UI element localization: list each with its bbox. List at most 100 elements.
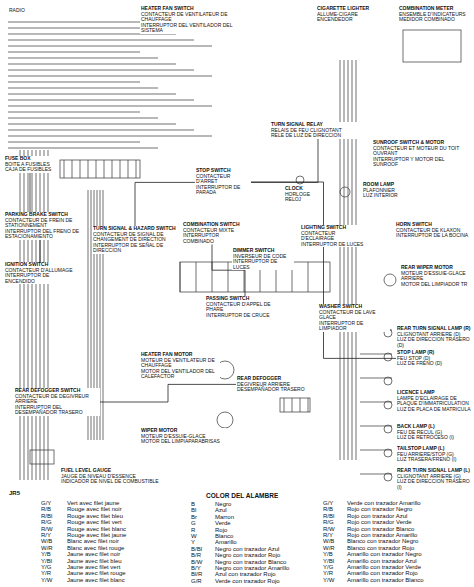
component-label: REAR DEFOGGER SWITCHCONTACTEUR DE DEGIVR… <box>14 388 100 416</box>
component-translation: MOTOR DEL VENTILADOR DEL CALEFACTOR <box>140 369 220 380</box>
wire <box>340 60 341 460</box>
component-translation: INDICADOR DE NIVEL DE COMBUSTIBLE <box>60 479 160 485</box>
page-code: JR5 <box>8 490 21 497</box>
wire <box>8 22 140 23</box>
wire <box>88 160 89 178</box>
color-name: Verde con trazador Rojo <box>214 578 281 585</box>
wire <box>8 112 140 113</box>
component-translation: INTERRUPTOR DE PARADA <box>195 185 251 196</box>
component-translation: LUZ DE DIRECCION TRASERO (I) <box>396 479 472 490</box>
component-label: HEATER FAN SWITCHCONTACTEUR DE VENTILATE… <box>140 6 235 34</box>
component-translation: MEDIDOR COMBINADO <box>398 17 470 23</box>
component-translation: INTERRUPTOR DE LA BOCINA <box>395 233 471 239</box>
component-label: PARKING BRAKE SWITCHCONTACTEUR DE FREIN … <box>4 212 86 240</box>
component-label: COMBINATION SWITCHCONTACTEUR MIXTEINTERR… <box>182 222 242 244</box>
component-translation: LUZ INTERIOR <box>362 193 422 199</box>
component-translation: RELE DE LUZ DE DIRECCION <box>270 133 366 139</box>
wire <box>8 130 194 131</box>
wire <box>360 474 392 475</box>
component-translation: INTERRUPTOR DE SEÑAL DE DIRECCION <box>92 243 178 254</box>
component-translation: CONTACTEUR DE LAVE GLACE <box>318 310 390 321</box>
component-label: REAR WIPER MOTORMOTEUR D'ESSUIE-GLACE AR… <box>400 265 472 287</box>
fuel-gauge-symbol <box>30 450 54 464</box>
component-translation: RELOJ <box>284 197 318 203</box>
wire <box>308 262 309 292</box>
wire <box>28 150 29 480</box>
color-name: Amarillo con trazador Blanco <box>346 577 425 584</box>
wire <box>8 52 140 53</box>
defogger-grid <box>280 398 310 412</box>
component-label: REAR TURN SIGNAL LAMP (R)CLIGNOTANT ARRI… <box>396 326 472 348</box>
lamp-bulb <box>384 377 392 385</box>
wire <box>8 40 194 41</box>
component-translation: INTERRUPTOR DE ENCENDIDO <box>4 273 76 284</box>
component-label: TAILSTOP LAMP (L)FEU ARRIERE/STOP (G)LUZ… <box>396 446 472 463</box>
component-translation: CAJA DE FUSIBLES <box>4 167 56 173</box>
wire <box>72 160 73 178</box>
lamp-bulb <box>384 473 392 481</box>
component-label: REAR TURN SIGNAL LAMP (L)CLIGNOTANT ARRI… <box>396 468 472 490</box>
wire <box>360 402 392 403</box>
component-label: SUNROOF SWITCH & MOTORCONTACTEUR ET MOTE… <box>372 140 470 168</box>
component-translation: CONTACTEUR DE SIGNAL DE CHANGEMENT DE DI… <box>92 232 178 243</box>
component-translation: MOTOR DEL LIMPIADOR TR <box>400 282 472 288</box>
wire <box>8 106 212 107</box>
room-lamp-bulb <box>340 187 350 197</box>
component-label: DIMMER SWITCHINVERSEUR DE CODEINTERRUPTO… <box>232 248 294 270</box>
component-translation: INTERRUPTOR DE CRUCE <box>205 313 285 319</box>
wire <box>120 160 121 178</box>
component-translation: LUZ DE RETROCESO (I) <box>396 435 472 441</box>
component-label: STOP SWITCHCONTACTEUR D'ARRETINTERRUPTOR… <box>195 168 251 196</box>
wire <box>136 160 137 178</box>
component-label: HEATER FAN MOTORMOTEUR DE VENTILATEUR DE… <box>140 352 220 380</box>
component-label: WIPER MOTORMOTEUR D'ESSUIE-GLACEMOTOR DE… <box>140 428 226 445</box>
component-label: REAR DEFOGGERDEGIVREUR ARRIEREDESEMPAÑAD… <box>236 376 316 393</box>
fuse-block <box>60 160 140 178</box>
wiper-motor-symbol <box>217 412 233 428</box>
component-label: ROOM LAMPPLAFONNIERLUZ INTERIOR <box>362 182 422 199</box>
wire <box>44 150 45 480</box>
component-translation: LUZ TRASERA/FRENO (I) <box>396 457 472 463</box>
wire <box>180 262 181 292</box>
component-translation: MOTEUR D'ESSUIE-GLACE ARRIERE <box>400 271 472 282</box>
wire <box>344 60 345 460</box>
component-translation: DESEMPAÑADOR TRASERO <box>236 387 316 393</box>
radio-label: RADIO <box>8 8 26 14</box>
wire <box>8 136 212 137</box>
component-translation: CONTACTEUR DE DEGIVREUR ARRIERE <box>14 394 100 405</box>
component-label: PASSING SWITCHCONTACTEUR D'APPEL DE PHAR… <box>205 296 285 318</box>
wire <box>8 64 176 65</box>
wire <box>8 70 194 71</box>
wire <box>8 58 158 59</box>
wire-connector <box>100 384 236 402</box>
wire <box>8 124 176 125</box>
color-code: Y/W <box>322 577 335 584</box>
lamp-bulb <box>384 425 392 433</box>
component-translation: LAMPE D'ECLAIRAGE DE PLAQUE D'IMMATRICUL… <box>396 396 472 407</box>
wire <box>360 354 392 355</box>
lamp-bulb <box>384 353 392 361</box>
wire <box>8 46 212 47</box>
component-label: TURN SIGNAL RELAYRELAIS DE FEU CLIGNOTAN… <box>270 122 366 139</box>
component-label: IGNITION SWITCHCONTACTEUR D'ALLUMAGEINTE… <box>4 262 76 284</box>
component-translation: LUZ DE FRENO (D) <box>396 361 472 367</box>
color-code: Y/W <box>40 577 53 584</box>
lamp-bulb <box>384 401 392 409</box>
wire-bundle <box>8 8 461 481</box>
wire <box>228 262 229 292</box>
wire <box>8 94 176 95</box>
meter-housing <box>403 30 461 62</box>
component-label: COMBINATION METERENSEMBLE D'INDICATEURSM… <box>398 6 470 23</box>
wire <box>8 142 140 143</box>
component-translation: LUZ DE PLACA DE MATRICULA <box>396 407 472 413</box>
component-translation: CONTACTEUR D'APPEL DE PHARE <box>205 302 285 313</box>
component-translation: ENCENDEDOR <box>316 17 378 23</box>
color-code: G/R <box>190 578 203 585</box>
wire <box>8 28 158 29</box>
component-translation: CONTACTEUR DE FREIN DE STATIONNEMENT <box>4 218 86 229</box>
component-translation: CONTACTEUR D'ARRET <box>195 174 251 185</box>
clock-symbol <box>296 176 304 184</box>
wire <box>24 150 25 480</box>
component-label: TURN SIGNAL & HAZARD SWITCHCONTACTEUR DE… <box>92 226 178 254</box>
component-translation: MOTOR DEL LIMPIAPARABRISAS <box>140 439 226 445</box>
